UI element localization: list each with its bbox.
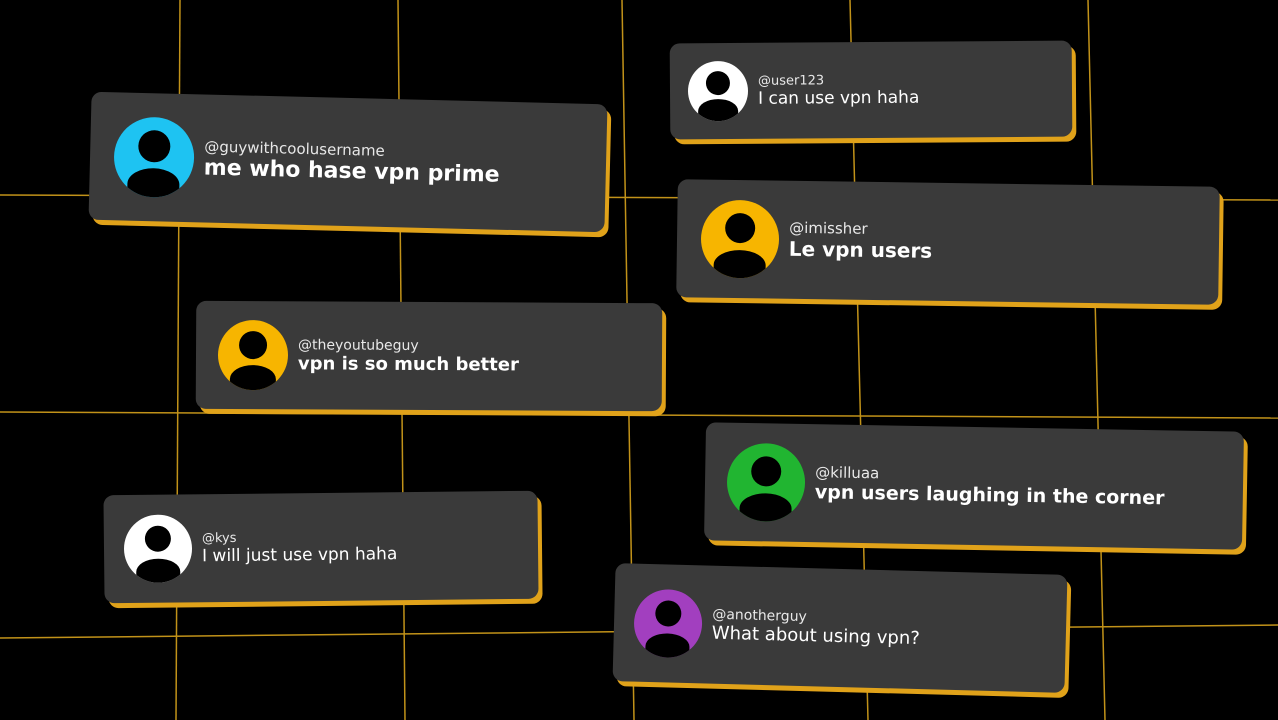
- post-card-anotherguy[interactable]: @anotherguy What about using vpn?: [612, 563, 1068, 693]
- avatar: [700, 199, 780, 279]
- post-message: vpn users laughing in the corner: [814, 481, 1165, 510]
- post-card-kys[interactable]: @kys I will just use vpn haha: [103, 490, 539, 604]
- avatar: [217, 319, 289, 391]
- avatar: [687, 60, 749, 122]
- post-card-killuaa[interactable]: @killuaa vpn users laughing in the corne…: [704, 422, 1244, 550]
- post-message: What about using vpn?: [711, 622, 921, 649]
- post-handle[interactable]: @theyoutubeguy: [298, 336, 419, 354]
- avatar: [726, 442, 806, 523]
- post-message: vpn is so much better: [297, 352, 519, 375]
- post-handle[interactable]: @imissher: [789, 218, 868, 238]
- avatar: [113, 116, 196, 199]
- avatar: [633, 588, 703, 659]
- post-card-theyoutubeguy[interactable]: @theyoutubeguy vpn is so much better: [195, 300, 663, 412]
- post-card-user123[interactable]: @user123 I can use vpn haha: [669, 40, 1073, 140]
- avatar: [123, 514, 193, 584]
- post-card-guywithcoolusername[interactable]: @guywithcoolusername me who hase vpn pri…: [88, 91, 608, 233]
- post-card-imissher[interactable]: @imissher Le vpn users: [676, 179, 1220, 305]
- post-handle[interactable]: @user123: [757, 72, 825, 89]
- post-message: I will just use vpn haha: [201, 543, 398, 566]
- post-message: Le vpn users: [788, 236, 933, 263]
- post-message: I can use vpn haha: [757, 87, 920, 109]
